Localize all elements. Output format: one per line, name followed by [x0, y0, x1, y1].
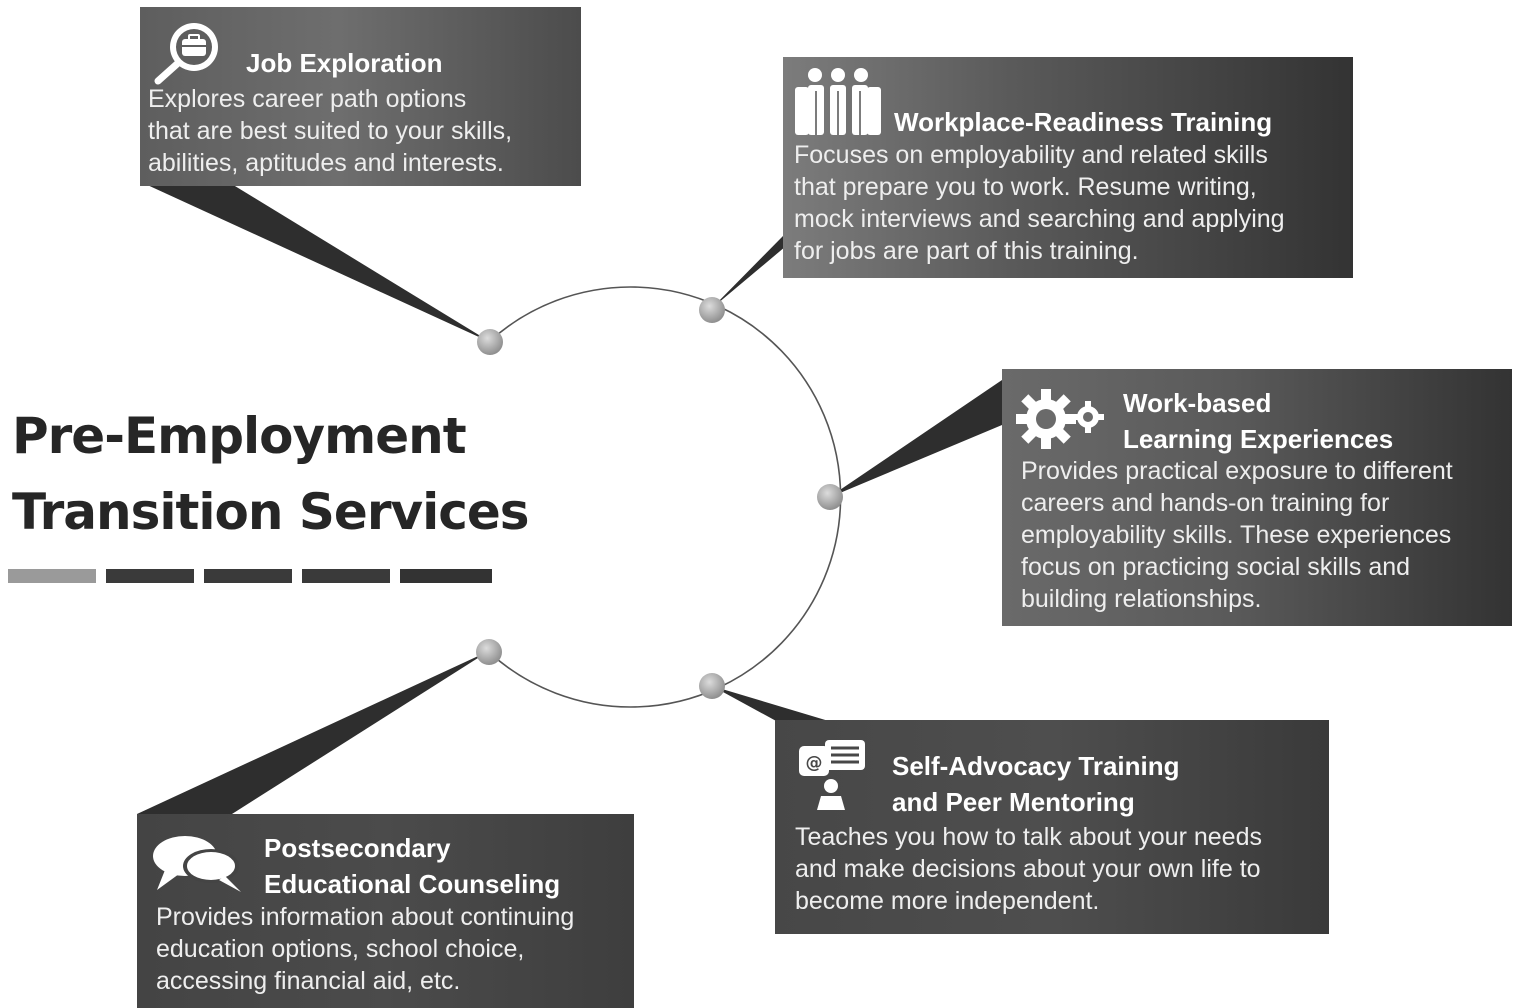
description-line: Teaches you how to talk about your needs: [795, 823, 1262, 851]
title-line-2: Transition Services: [12, 483, 530, 541]
description-line: accessing financial aid, etc.: [156, 967, 461, 995]
title-line-1: Pre-Employment: [12, 407, 467, 465]
node-postsecondary: [476, 639, 502, 665]
description-line: and make decisions about your own life t…: [795, 855, 1261, 883]
gears-icon: [1016, 387, 1108, 456]
self-advocacy-heading: Self-Advocacy Training and Peer Mentorin…: [892, 748, 1180, 820]
divider-bar: [204, 569, 292, 583]
node-self-advocacy: [699, 673, 725, 699]
decorative-divider-bars: [8, 569, 492, 583]
service-box-workplace-readiness: Workplace-Readiness Training Focuses on …: [783, 57, 1353, 278]
description-line: Explores career path options: [148, 85, 467, 113]
node-workplace-readiness: [699, 297, 725, 323]
heading-line: Work-based: [1123, 388, 1272, 418]
pointer-self-advocacy: [712, 686, 832, 722]
heading-line: and Peer Mentoring: [892, 787, 1135, 817]
divider-bar: [302, 569, 390, 583]
description-line: that are best suited to your skills,: [148, 117, 513, 145]
description-line: for jobs are part of this training.: [794, 237, 1139, 265]
divider-bar: [8, 569, 96, 583]
self-advocacy-description: Teaches you how to talk about your needs…: [795, 821, 1262, 917]
description-line: mock interviews and searching and applyi…: [794, 205, 1285, 233]
description-line: abilities, aptitudes and interests.: [148, 149, 504, 177]
workplace-readiness-description: Focuses on employability and related ski…: [794, 139, 1285, 267]
description-line: become more independent.: [795, 887, 1100, 915]
description-line: Provides information about continuing: [156, 903, 575, 931]
service-box-self-advocacy: @ Self-Advocacy Training and Peer Mentor…: [775, 720, 1329, 934]
pointer-work-based-learning: [828, 380, 1002, 498]
magnifier-briefcase-icon: [150, 17, 228, 90]
divider-bar: [400, 569, 492, 583]
postsecondary-heading: Postsecondary Educational Counseling: [264, 830, 560, 902]
pointer-job-exploration: [143, 183, 492, 343]
workplace-readiness-heading: Workplace-Readiness Training: [894, 107, 1273, 137]
heading-line: Postsecondary: [264, 833, 451, 863]
speech-bubbles-icon: [151, 832, 247, 899]
svg-text:@: @: [806, 753, 823, 773]
service-box-job-exploration: Job Exploration Explores career path opt…: [140, 7, 581, 186]
heading-line: Educational Counseling: [264, 869, 561, 899]
description-line: education options, school choice,: [156, 935, 525, 963]
pointer-workplace-readiness: [711, 236, 798, 309]
heading-line: Learning Experiences: [1123, 424, 1394, 454]
description-line: focus on practicing social skills and: [1021, 553, 1411, 581]
description-line: Focuses on employability and related ski…: [794, 141, 1268, 169]
service-box-postsecondary: Postsecondary Educational Counseling Pro…: [137, 814, 634, 1008]
divider-bar: [106, 569, 194, 583]
description-line: building relationships.: [1021, 585, 1262, 613]
node-work-based-learning: [817, 484, 843, 510]
description-line: careers and hands-on training for: [1021, 489, 1390, 517]
description-line: employability skills. These experiences: [1021, 521, 1452, 549]
people-group-icon: [793, 65, 883, 142]
page-title: Pre-Employment Transition Services: [12, 398, 530, 550]
job-exploration-description: Explores career path options that are be…: [148, 83, 512, 179]
service-box-work-based-learning: Work-based Learning Experiences Provides…: [1002, 369, 1512, 626]
description-line: that prepare you to work. Resume writing…: [794, 173, 1257, 201]
description-line: Provides practical exposure to different: [1021, 457, 1453, 485]
work-based-learning-heading: Work-based Learning Experiences: [1123, 385, 1393, 457]
hub-circle-arc: [489, 286, 842, 708]
pointer-postsecondary: [137, 651, 489, 814]
work-based-learning-description: Provides practical exposure to different…: [1021, 455, 1453, 615]
node-job-exploration: [477, 329, 503, 355]
heading-line: Self-Advocacy Training: [892, 751, 1180, 781]
postsecondary-description: Provides information about continuing ed…: [156, 901, 574, 997]
person-speech-icon: @: [797, 740, 867, 817]
job-exploration-heading: Job Exploration: [246, 48, 443, 78]
